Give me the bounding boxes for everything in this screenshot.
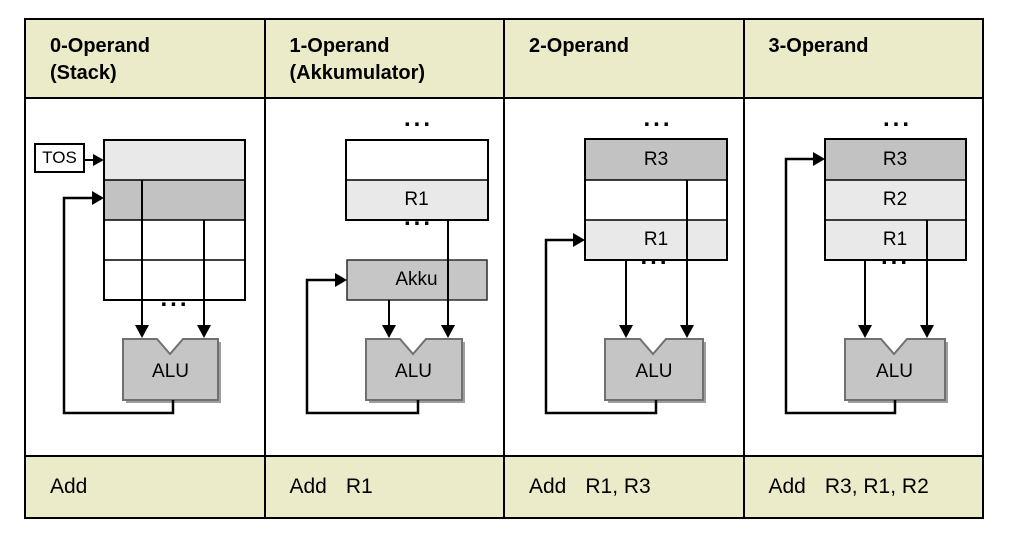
tos-arrowhead-icon	[93, 154, 104, 166]
header-line2: (Stack)	[50, 62, 117, 84]
register-label-r1: R1	[882, 229, 908, 250]
column-header: 3-Operand	[744, 20, 982, 99]
header-line1: 1-Operand	[289, 35, 390, 57]
accumulator-diagram	[305, 139, 489, 415]
alu-label: ALU	[395, 361, 432, 382]
register-cell-empty	[345, 140, 488, 180]
instruction-mnemonic: Add	[289, 475, 327, 498]
alu-label: ALU	[876, 361, 913, 382]
instruction-operands: R1, R3	[585, 475, 651, 498]
ellipsis: ...	[160, 285, 190, 312]
alu-shape	[843, 338, 946, 401]
tos-box: TOS	[34, 143, 85, 173]
stack-cell-top	[104, 140, 245, 180]
arrowhead-icon	[381, 325, 396, 338]
akku-label: Akku	[395, 269, 438, 290]
register-cell-r1	[585, 220, 727, 260]
isa-comparison-table: 0-Operand (Stack)	[24, 18, 984, 519]
column-2-operand: 2-Operand	[505, 20, 745, 517]
instruction-cell: Add R3, R1, R2	[744, 455, 982, 517]
arrowhead-icon	[135, 325, 149, 338]
akku-box	[345, 259, 488, 301]
three-operand-diagram	[784, 138, 967, 415]
instruction-cell: Add	[26, 455, 264, 517]
column-0-operand-stack: 0-Operand (Stack)	[26, 20, 266, 517]
three-operand-diagram-cell: ... R3 R2 R1 ... ALU	[744, 99, 982, 455]
ellipsis: ...	[640, 243, 670, 270]
arrowhead-icon	[440, 325, 455, 338]
register-outline	[823, 138, 967, 261]
column-header: 2-Operand	[505, 20, 743, 99]
header-line1: 3-Operand	[768, 35, 869, 57]
column-3-operand: 3-Operand	[744, 20, 982, 517]
instruction-operands: R3, R1, R2	[824, 475, 929, 498]
instruction-mnemonic: Add	[529, 475, 567, 498]
feedback-line	[62, 196, 175, 415]
register-cell-r2	[824, 180, 966, 220]
column-header: 0-Operand (Stack)	[26, 20, 264, 99]
instruction-cell: Add R1	[265, 455, 503, 517]
feedback-arrowhead-icon	[812, 152, 825, 166]
feedback-line	[305, 278, 419, 415]
arrowhead-icon	[619, 325, 633, 338]
alu-label: ALU	[635, 361, 673, 382]
column-1-operand-akkumulator: 1-Operand (Akkumulator)	[265, 20, 505, 517]
ellipsis: ...	[643, 105, 673, 132]
register-label-r2: R2	[882, 189, 908, 210]
accumulator-diagram-cell: ... R1 ... Akku ALU	[265, 99, 503, 455]
feedback-arrowhead-icon	[573, 233, 585, 247]
ellipsis: ...	[882, 105, 912, 132]
feedback-line	[544, 238, 658, 415]
tos-label: TOS	[42, 148, 77, 167]
register-cell-r3	[824, 139, 966, 180]
instruction-operands: R1	[345, 475, 373, 498]
arrowhead-icon	[919, 325, 934, 338]
register-outline	[344, 139, 489, 221]
register-cell-r3	[585, 139, 727, 180]
stack-outline	[103, 139, 246, 301]
stack-diagram	[62, 139, 246, 415]
feedback-arrowhead-icon	[92, 191, 104, 205]
instruction-mnemonic: Add	[50, 475, 88, 498]
arrowhead-icon	[197, 325, 211, 338]
alu-shape	[604, 338, 704, 401]
alu-shape	[122, 338, 219, 401]
arrowhead-icon	[680, 325, 694, 338]
register-label-r3: R3	[643, 149, 669, 170]
stack-cell-second	[104, 180, 245, 220]
register-cell-r1	[345, 180, 488, 220]
header-line1: 0-Operand	[50, 35, 151, 57]
instruction-mnemonic: Add	[768, 475, 806, 498]
ellipsis: ...	[403, 204, 433, 231]
register-label-r1: R1	[643, 229, 669, 250]
register-cell-empty	[585, 180, 727, 220]
register-label-r1: R1	[404, 189, 429, 210]
arrowhead-icon	[857, 325, 872, 338]
alu-label: ALU	[152, 361, 189, 382]
header-line2: (Akkumulator)	[289, 62, 426, 84]
register-cell-r1	[824, 220, 966, 260]
register-outline	[584, 138, 728, 261]
two-operand-diagram	[544, 138, 728, 415]
two-operand-diagram-cell: ... R3 R1 ... ALU	[505, 99, 743, 455]
ellipsis: ...	[880, 243, 910, 270]
feedback-line	[784, 157, 896, 415]
instruction-cell: Add R1, R3	[505, 455, 743, 517]
stack-diagram-cell: TOS ... ALU	[26, 99, 264, 455]
register-label-r3: R3	[882, 149, 908, 170]
ellipsis: ...	[403, 105, 433, 132]
header-line1: 2-Operand	[529, 35, 630, 57]
feedback-arrowhead-icon	[334, 273, 347, 287]
alu-shape	[364, 338, 463, 401]
column-header: 1-Operand (Akkumulator)	[265, 20, 503, 99]
